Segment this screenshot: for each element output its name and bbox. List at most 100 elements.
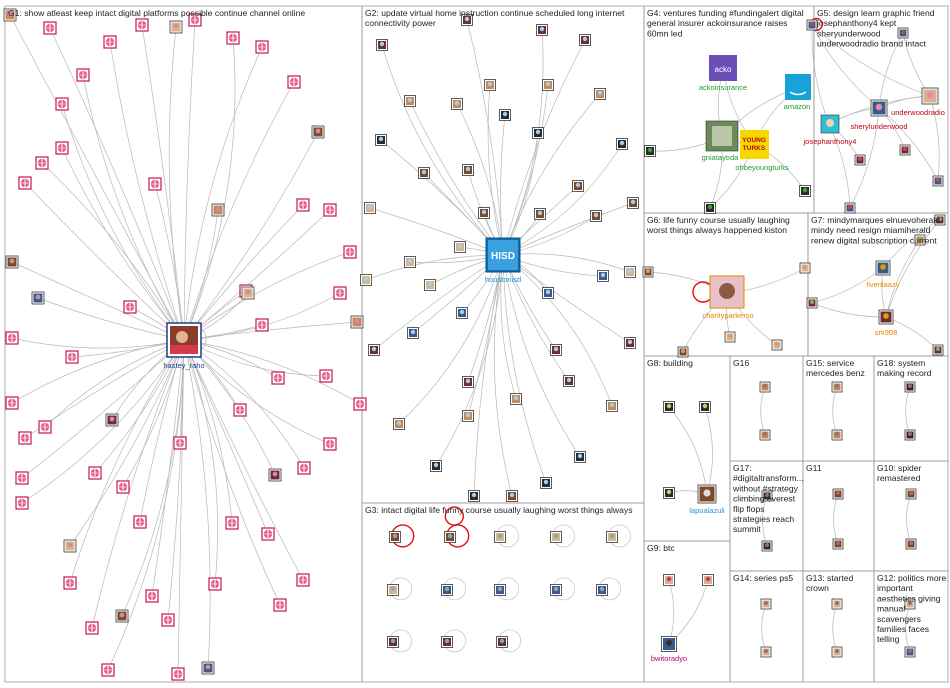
g1-edge [183,81,295,341]
g1-edge [69,339,185,547]
g1-edge [11,261,185,341]
g3-node [389,531,401,543]
g2-edge [398,254,504,425]
g12-node [904,598,916,610]
g1-edge [41,162,185,341]
g1-node [55,97,69,111]
g2-node [404,95,416,107]
acko-logo-text: acko [715,65,732,74]
g7-node [806,297,818,309]
g2-node [510,393,522,405]
g6-node [642,266,654,278]
g2-node [594,88,606,100]
g2-edge [373,254,504,351]
g2-node [624,266,636,278]
g1-edge [183,251,351,341]
g1-node [268,468,282,482]
g5-node-sherylunderwood [870,99,888,117]
g1-node [353,397,367,411]
g1-edge [24,182,185,341]
g2-edge [502,253,631,273]
g2-node [579,34,591,46]
young-turks-logo-text: YOUNG [742,137,766,144]
g1-node [273,598,287,612]
panel-layer [4,5,949,683]
g11-edge [833,493,839,545]
g2-node [484,79,496,91]
g2-node [462,410,474,422]
g4-label-ackoinsurance: ackoinsurance [699,83,747,92]
g5-node [854,154,866,166]
g1-node [115,609,129,623]
g2-node [462,376,474,388]
g14-edge [761,603,767,653]
g13-edge [832,603,838,653]
g9-node-bwitoradyo [661,636,677,652]
g15-node [831,381,843,393]
g1-node [225,516,239,530]
g1-node [123,300,137,314]
g8-edge [668,406,708,495]
g5-node [932,175,944,187]
g1-edge [183,339,281,606]
g2-node [606,400,618,412]
g3-node [387,636,399,648]
g2-edge [456,103,504,256]
g10-node [905,538,917,550]
g1-edge [168,26,185,341]
g1-node [323,437,337,451]
g2-node [499,109,511,121]
g8-label-lapualazuli: lapualazuli [689,506,725,515]
g1-edge [183,292,341,341]
g11-node [832,488,844,500]
g1-node [105,413,119,427]
g1-node [188,13,202,27]
g1-node [135,18,149,32]
g1-edge [91,339,185,629]
g17-node [761,490,773,502]
g1-node [296,573,310,587]
g1-edge [183,204,304,341]
g1-node [116,480,130,494]
g1-edge [9,14,185,341]
g1-node [333,286,347,300]
g1-node [208,577,222,591]
g7-label-srk908: srk908 [875,328,898,337]
g2-node [393,418,405,430]
g4-node [644,145,656,157]
g14-node [760,646,772,658]
g12-node [904,646,916,658]
g1-edge [183,339,218,585]
g5-node-underwoodradio [921,87,939,105]
g2-node [534,208,546,220]
g5-node-josephanthony4 [820,114,840,134]
g5-edge [811,24,880,109]
panel-title-g1: G1: show atleast keep intact digital pla… [8,8,305,18]
g1-node [85,621,99,635]
g3-node [494,531,506,543]
panel-title-g16: G16 [733,358,749,368]
panel-g17 [729,460,804,572]
panel-title-g8: G8: building [647,358,693,368]
g18-edge [905,386,911,436]
g1-node [255,40,269,54]
g2-edge [502,39,586,256]
g1-edge [61,147,185,341]
g4-node-ackoinsurance: acko [709,55,737,81]
g1-edge [82,74,185,341]
g2-node [597,270,609,282]
g2-node [430,460,442,472]
g18-node [904,429,916,441]
g1-node [226,31,240,45]
g9-node [663,574,675,586]
g1-edge [61,103,185,341]
g2-node [451,98,463,110]
g3-node [596,584,608,596]
g3-node [550,584,562,596]
g2-node [376,39,388,51]
g2-node [542,287,554,299]
g2-edge [502,254,570,382]
g11-node [832,538,844,550]
